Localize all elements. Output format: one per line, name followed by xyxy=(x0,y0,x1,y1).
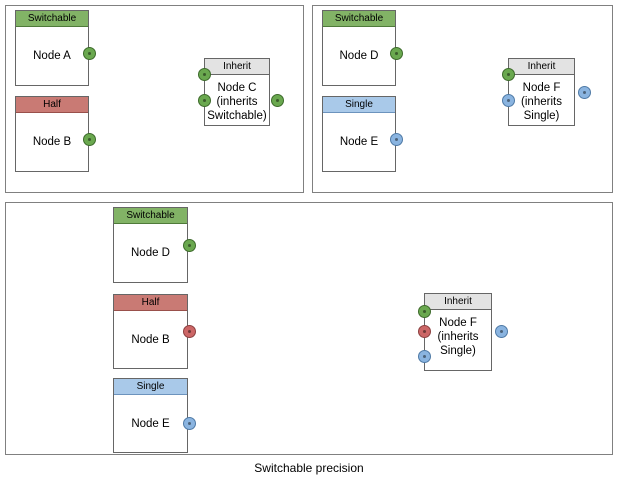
node-f-type-label: Inherit xyxy=(509,59,574,75)
node-node-b[interactable]: Half Node B xyxy=(15,96,89,172)
node-f2-name-line2: (inherits xyxy=(437,331,479,343)
port-node-f2-output-blue[interactable] xyxy=(495,325,508,338)
port-node-c-input-2-green[interactable] xyxy=(198,94,211,107)
port-node-a-output-green[interactable] xyxy=(83,47,96,60)
node-f-name-line2: (inherits xyxy=(521,96,562,108)
node-c-name-line2: (inherits xyxy=(216,96,258,108)
port-node-f2-input-2-red[interactable] xyxy=(418,325,431,338)
node-b-name: Node B xyxy=(32,136,72,148)
node-f2-name: Node F (inherits Single) xyxy=(425,310,491,370)
node-e-name: Node E xyxy=(339,136,379,148)
node-b2-name: Node B xyxy=(131,333,170,346)
port-node-f2-input-1-green[interactable] xyxy=(418,305,431,318)
node-node-a[interactable]: Switchable Node A xyxy=(15,10,89,86)
node-node-d[interactable]: Switchable Node D xyxy=(322,10,396,86)
port-node-c-input-1-green[interactable] xyxy=(198,68,211,81)
node-f2-name-line1: Node F xyxy=(439,317,477,329)
node-node-c[interactable]: Inherit Node C (inherits Switchable) xyxy=(204,58,270,126)
node-b2-type-label: Half xyxy=(114,295,187,311)
port-node-f-output-blue[interactable] xyxy=(578,86,591,99)
node-node-d2[interactable]: Switchable Node D xyxy=(113,207,188,283)
node-d-type-label: Switchable xyxy=(323,11,395,27)
port-node-f-input-1-green[interactable] xyxy=(502,68,515,81)
node-f-name: Node F (inherits Single) xyxy=(509,75,574,125)
port-node-c-output-green[interactable] xyxy=(271,94,284,107)
node-f-name-line1: Node F xyxy=(522,82,561,94)
node-node-f[interactable]: Inherit Node F (inherits Single) xyxy=(508,58,575,126)
node-c-name: Node C (inherits Switchable) xyxy=(205,75,269,125)
node-a-name: Node A xyxy=(33,50,71,62)
port-node-f2-input-3-blue[interactable] xyxy=(418,350,431,363)
node-e2-type-label: Single xyxy=(114,379,187,395)
port-node-e-output-blue[interactable] xyxy=(390,133,403,146)
node-b-type-label: Half xyxy=(16,97,88,113)
node-e-type-label: Single xyxy=(323,97,395,113)
node-e2-name: Node E xyxy=(131,417,170,430)
panel-switchable-precision-combined xyxy=(5,202,613,455)
node-node-f2[interactable]: Inherit Node F (inherits Single) xyxy=(424,293,492,371)
node-node-e2[interactable]: Single Node E xyxy=(113,378,188,453)
node-c-name-line1: Node C xyxy=(217,82,257,94)
node-f2-name-line3: Single) xyxy=(440,345,476,357)
port-node-b-output-green[interactable] xyxy=(83,133,96,146)
node-c-name-line3: Switchable) xyxy=(207,110,267,122)
node-d2-type-label: Switchable xyxy=(114,208,187,224)
node-d2-name: Node D xyxy=(131,247,170,259)
port-node-f-input-2-blue[interactable] xyxy=(502,94,515,107)
port-node-b2-output-red[interactable] xyxy=(183,325,196,338)
node-node-b2[interactable]: Half Node B xyxy=(113,294,188,369)
port-node-e2-output-blue[interactable] xyxy=(183,417,196,430)
node-a-type-label: Switchable xyxy=(16,11,88,27)
node-f2-type-label: Inherit xyxy=(425,294,491,310)
port-node-d2-output-green[interactable] xyxy=(183,239,196,252)
node-f-name-line3: Single) xyxy=(523,110,560,122)
node-node-e[interactable]: Single Node E xyxy=(322,96,396,172)
port-node-d-output-green[interactable] xyxy=(390,47,403,60)
diagram-caption: Switchable precision xyxy=(254,461,364,475)
node-c-type-label: Inherit xyxy=(205,59,269,75)
node-d-name: Node D xyxy=(339,50,379,62)
